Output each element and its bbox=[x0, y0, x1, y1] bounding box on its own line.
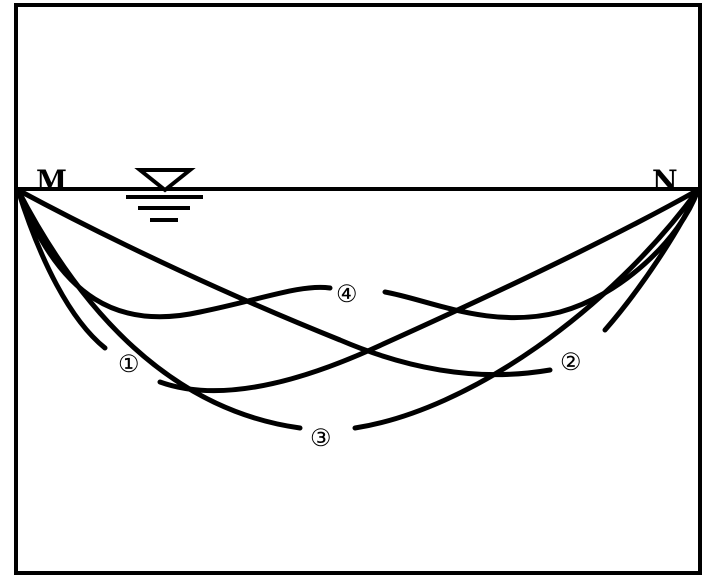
point-label-m: M bbox=[36, 164, 67, 197]
curve-1-right bbox=[157, 187, 701, 394]
curve-2 bbox=[15, 187, 553, 378]
curve-4-right bbox=[382, 187, 701, 321]
curve-label-4: ④ bbox=[336, 280, 358, 308]
curve-3-right bbox=[352, 187, 701, 431]
water-level-icon bbox=[126, 168, 203, 222]
curve-3 bbox=[15, 187, 303, 431]
point-label-n: N bbox=[652, 164, 678, 197]
frame bbox=[14, 3, 702, 575]
curve-4 bbox=[15, 187, 333, 320]
curve-2-right bbox=[602, 187, 701, 333]
curve-label-1: ① bbox=[118, 350, 140, 378]
curve-label-3: ③ bbox=[310, 424, 332, 452]
curve-label-2: ② bbox=[560, 348, 582, 376]
curve-1 bbox=[15, 187, 108, 351]
